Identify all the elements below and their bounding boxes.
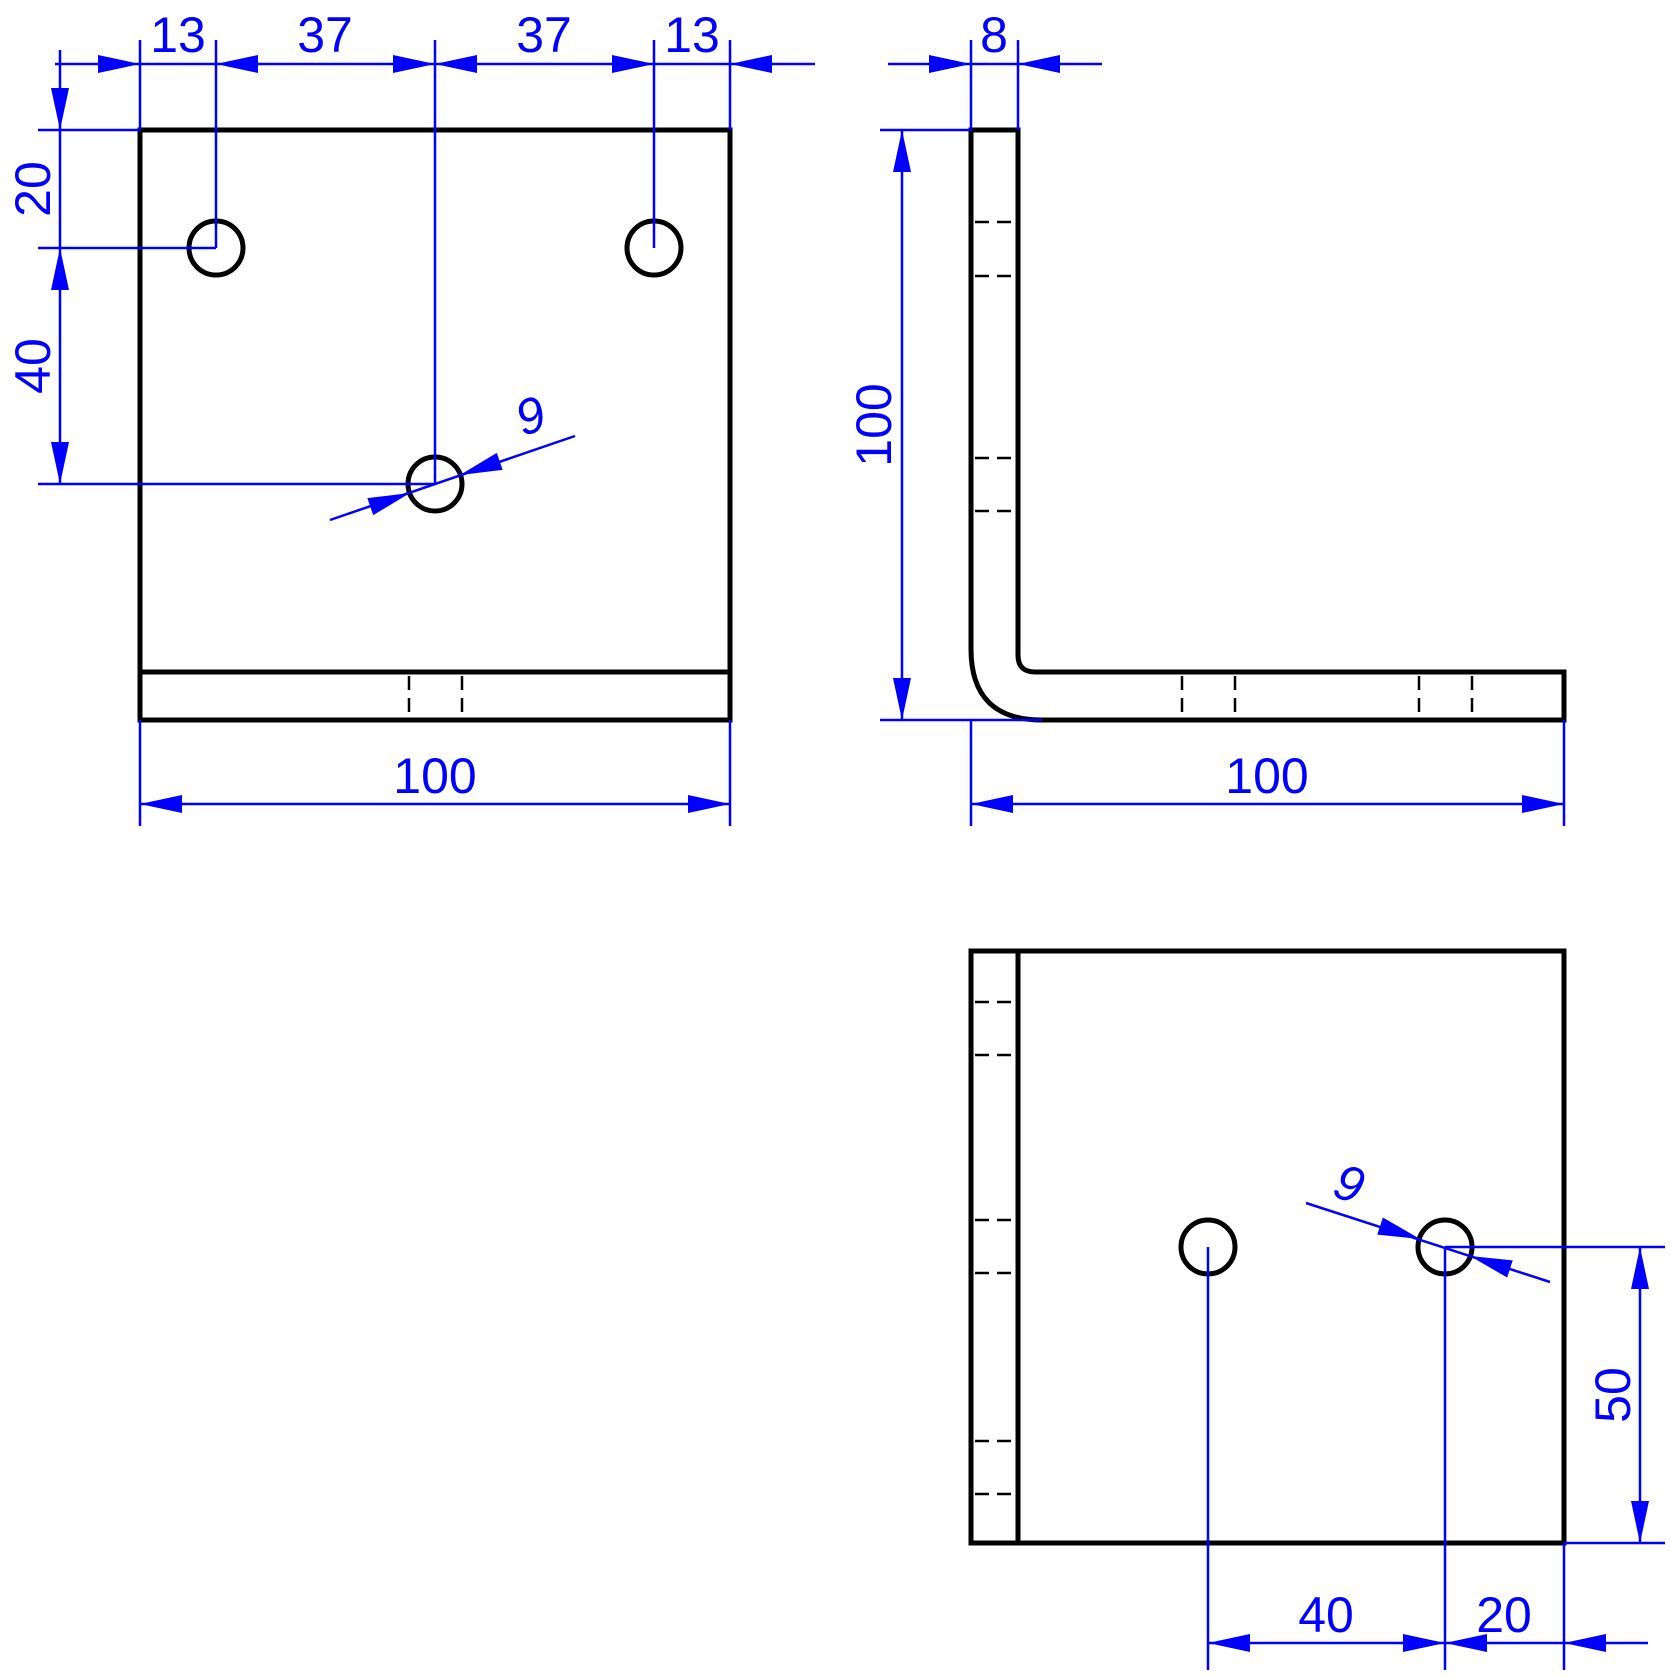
dim-text-diameter-9-front: 9 bbox=[508, 385, 553, 447]
bottom-hidden-hole-lines bbox=[975, 1000, 1018, 1496]
dim-text-100-side-length: 100 bbox=[1225, 748, 1308, 804]
bottom-dimensions: 9 50 40 20 bbox=[1206, 1153, 1665, 1670]
side-angle-profile bbox=[968, 127, 1567, 723]
dim-text-20: 20 bbox=[5, 161, 61, 217]
bottom-view: 9 50 40 20 bbox=[968, 948, 1665, 1670]
front-view: 13 37 37 13 20 40 9 100 bbox=[5, 7, 815, 826]
front-hidden-hole-lines bbox=[407, 676, 464, 720]
dim-text-8: 8 bbox=[980, 7, 1008, 63]
dim-text-20-bottom: 20 bbox=[1476, 1587, 1532, 1643]
dim-text-40-vertical: 40 bbox=[5, 338, 61, 394]
side-dimensions: 8 100 100 bbox=[846, 7, 1566, 826]
dim-text-diameter-9-bottom: 9 bbox=[1327, 1153, 1371, 1215]
dim-text-100-front-width: 100 bbox=[393, 748, 476, 804]
dim-text-100-side-height: 100 bbox=[846, 383, 902, 466]
dim-text-50: 50 bbox=[1585, 1367, 1641, 1423]
dim-text-40-horizontal: 40 bbox=[1298, 1587, 1354, 1643]
dim-text-37-left: 37 bbox=[297, 7, 353, 63]
side-view: 8 100 100 bbox=[846, 7, 1567, 826]
dim-text-13-right: 13 bbox=[664, 7, 720, 63]
dim-text-37-right: 37 bbox=[516, 7, 572, 63]
side-hidden-hole-lines bbox=[975, 220, 1474, 720]
dim-text-13-left: 13 bbox=[150, 7, 206, 63]
